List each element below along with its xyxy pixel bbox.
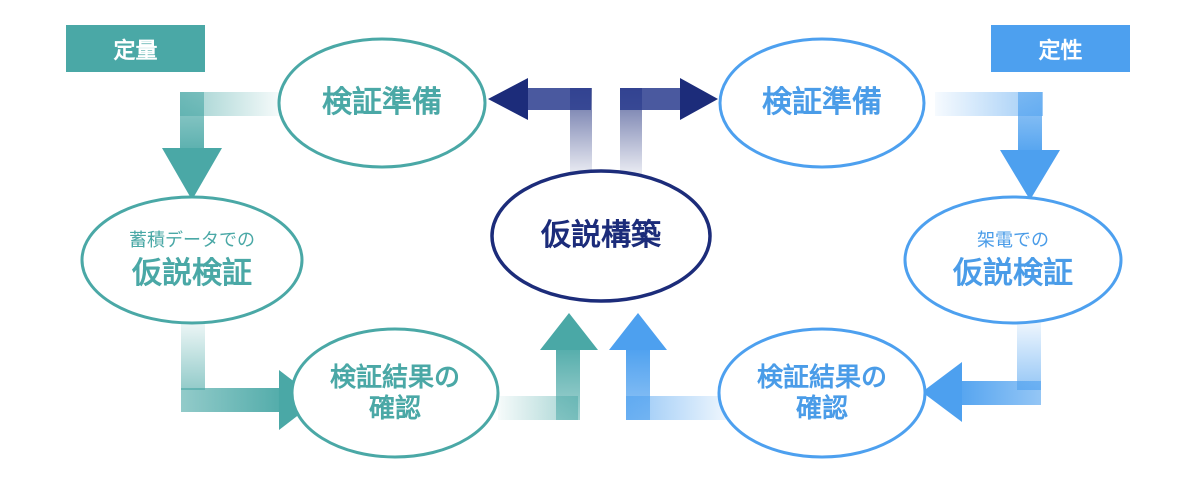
right-prep-label: 検証準備 — [762, 85, 882, 120]
right-confirm-line1: 検証結果の — [756, 362, 887, 393]
right-verify-ellipse — [903, 195, 1123, 325]
right-prep-ellipse — [718, 37, 926, 169]
center-left-arrow — [488, 78, 592, 180]
left-verify-node: 蓄積データでの 仮説検証 — [82, 222, 302, 300]
left-prep-label: 検証準備 — [322, 85, 442, 120]
center-node: 仮説構築 — [492, 206, 710, 266]
left-confirm-node: 検証結果の 確認 — [292, 358, 498, 430]
right-top-arrow — [935, 92, 1060, 200]
right-verify-main-label: 仮説検証 — [953, 255, 1073, 291]
right-prep-node: 検証準備 — [720, 73, 924, 133]
left-top-arrow — [162, 92, 280, 200]
left-up-arrow — [498, 313, 598, 420]
center-right-arrow — [620, 78, 718, 180]
center-node-label: 仮説構築 — [541, 218, 661, 253]
left-confirm-ellipse — [290, 327, 500, 459]
right-verify-node: 架電での 仮説検証 — [905, 222, 1121, 300]
right-verify-sub-label: 架電での — [977, 230, 1049, 252]
left-prep-node: 検証準備 — [279, 73, 485, 133]
left-confirm-line2: 確認 — [368, 394, 421, 424]
right-confirm-ellipse — [717, 327, 927, 459]
center-ellipse — [490, 169, 712, 303]
right-up-arrow — [609, 313, 726, 420]
left-verify-ellipse — [80, 195, 304, 325]
quantitative-tag: 定量 — [66, 25, 205, 72]
right-confirm-node: 検証結果の 確認 — [719, 358, 925, 430]
left-prep-ellipse — [277, 37, 487, 169]
qualitative-tag: 定性 — [991, 25, 1130, 72]
left-verify-main-label: 仮説検証 — [132, 255, 252, 291]
left-confirm-line1: 検証結果の — [329, 362, 460, 393]
right-confirm-line2: 確認 — [795, 394, 848, 424]
left-verify-sub-label: 蓄積データでの — [129, 230, 255, 252]
right-bottom-arrow — [922, 320, 1041, 422]
